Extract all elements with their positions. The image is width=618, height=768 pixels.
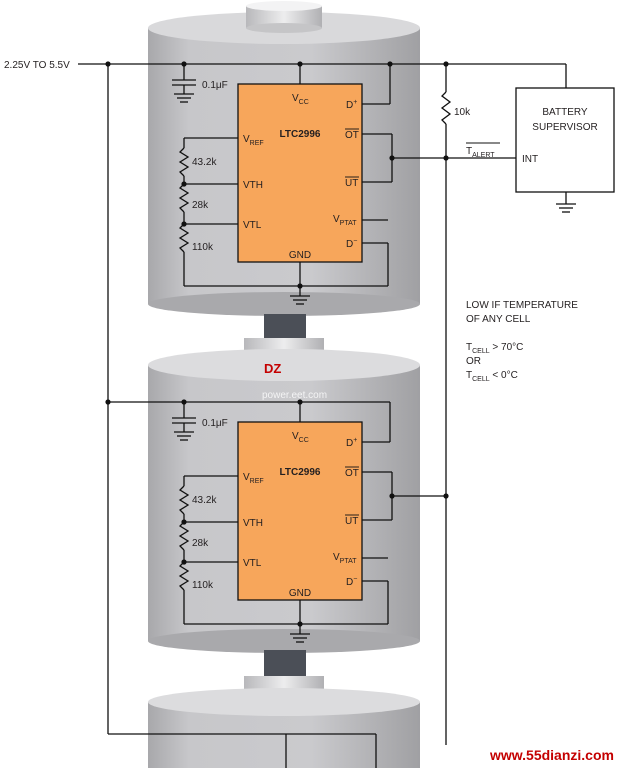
cell-connector-1 (244, 314, 324, 354)
resistor-top-r3: 110k (192, 242, 214, 253)
watermark-logo-mid: DZ (264, 361, 281, 376)
pin-vref-bottom: VREF (243, 472, 264, 485)
pin-dplus-top: D+ (346, 99, 357, 111)
supply-voltage-label: 2.25V TO 5.5V (4, 60, 70, 71)
supply-wiring (78, 61, 576, 768)
pin-gnd-top: GND (289, 250, 311, 261)
pin-vcc-bottom: VCC (292, 431, 309, 444)
resistor-bottom-r3: 110k (192, 580, 214, 591)
pin-dminus-top: D− (346, 238, 357, 250)
pin-vtl-bottom: VTL (243, 558, 262, 569)
pin-ut-bottom: UT (345, 516, 358, 527)
pin-dminus-bottom: D− (346, 576, 357, 588)
cell-connector-2 (244, 650, 324, 692)
supervisor-title-2: SUPERVISOR (532, 122, 597, 133)
supervisor-int-pin: INT (522, 154, 538, 165)
temperature-note: LOW IF TEMPERATURE OF ANY CELL TCELL > 7… (466, 300, 578, 383)
pin-ot-top: OT (345, 130, 359, 141)
ltc2996-circuit-top: 0.1μF 43.2k 28k 110k LTC2996 (172, 64, 395, 305)
svg-text:TALERT: TALERT (466, 146, 495, 159)
cap-label-bottom: 0.1μF (202, 418, 228, 429)
resistor-top-r1: 43.2k (192, 157, 217, 168)
resistor-bottom-r1: 43.2k (192, 495, 217, 506)
pin-gnd-bottom: GND (289, 588, 311, 599)
pullup-resistor-label: 10k (454, 107, 471, 118)
ltc2996-circuit-bottom: 0.1μF 43.2k 28k 110k LTC2996 (108, 399, 395, 643)
note-line-1: LOW IF TEMPERATURE (466, 300, 578, 311)
battery-supervisor: BATTERY SUPERVISOR INT (515, 87, 615, 193)
pin-vcc-top: VCC (292, 93, 309, 106)
resistor-top-r2: 28k (192, 200, 209, 211)
resistor-bottom-r2: 28k (192, 538, 209, 549)
watermark-corner: www.55dianzi.com (489, 747, 614, 763)
ltc2996-chip-bottom: LTC2996 VCC D+ OT UT VREF VTH VTL VPTAT … (237, 421, 363, 601)
note-or: OR (466, 356, 481, 367)
watermark-url-mid: power.eet.com (262, 390, 327, 401)
note-line-2: OF ANY CELL (466, 314, 531, 325)
pin-vptat-top: VPTAT (333, 214, 357, 227)
pin-vth-top: VTH (243, 180, 263, 191)
note-cond-high: TCELL > 70°C (466, 342, 523, 355)
supervisor-title-1: BATTERY (542, 107, 588, 118)
pin-vptat-bottom: VPTAT (333, 552, 357, 565)
pin-vtl-top: VTL (243, 220, 262, 231)
chip-name-bottom: LTC2996 (280, 467, 321, 478)
alert-signal-label: TALERT (466, 142, 500, 159)
battery-cell-bottom (148, 688, 420, 768)
ltc2996-chip-top: LTC2996 VCC D+ OT UT VREF VTH VTL VPTAT … (237, 83, 363, 263)
note-cond-low: TCELL < 0°C (466, 370, 518, 383)
pin-vref-top: VREF (243, 134, 264, 147)
pin-vth-bottom: VTH (243, 518, 263, 529)
pin-ut-top: UT (345, 178, 358, 189)
pin-ot-bottom: OT (345, 468, 359, 479)
chip-name-top: LTC2996 (280, 129, 321, 140)
cap-label-top: 0.1μF (202, 80, 228, 91)
pin-dplus-bottom: D+ (346, 437, 357, 449)
